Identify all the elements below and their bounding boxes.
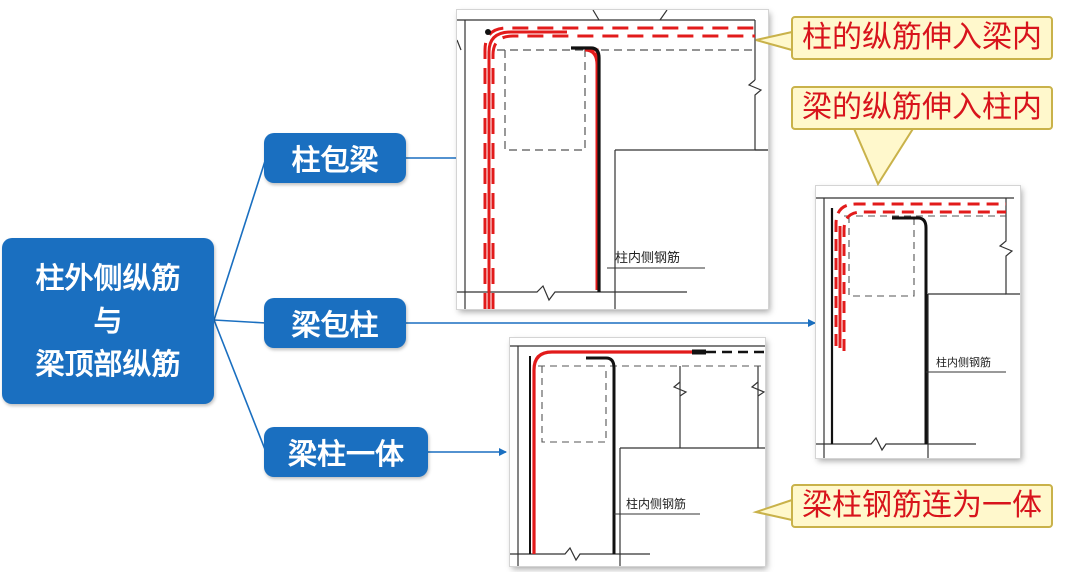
diagram-panel-1: 柱内侧钢筋 xyxy=(457,10,768,309)
root-line-3: 梁顶部纵筋 xyxy=(35,346,181,381)
diagram-panel-3: 柱内侧钢筋 xyxy=(510,338,765,566)
root-line-1: 柱外侧纵筋 xyxy=(35,260,181,295)
branch-column-wraps-beam: 柱包梁 xyxy=(264,133,406,183)
callout-beam-rebar-into-column: 梁的纵筋伸入柱内 xyxy=(791,86,1053,130)
callout-2-pointer xyxy=(850,123,918,187)
connector-root-to-branch-2 xyxy=(213,319,267,324)
connector-root-to-branch-1 xyxy=(213,157,267,321)
panel-1-label: 柱内侧钢筋 xyxy=(615,250,680,266)
callout-column-rebar-into-beam: 柱的纵筋伸入梁内 xyxy=(791,16,1053,60)
branch-beam-wraps-column: 梁包柱 xyxy=(264,298,406,348)
connector-root-to-branch-3 xyxy=(213,319,267,453)
rebar-detail-drawing-1: 柱内侧钢筋 xyxy=(457,10,768,309)
callout-integrated-rebar: 梁柱钢筋连为一体 xyxy=(791,484,1053,528)
panel-2-label: 柱内侧钢筋 xyxy=(936,355,991,369)
root-line-2: 与 xyxy=(93,303,123,338)
diagram-panel-2: 柱内侧钢筋 xyxy=(816,186,1020,458)
callout-1-pointer xyxy=(755,30,793,52)
panel-3-label: 柱内侧钢筋 xyxy=(626,496,686,511)
rebar-detail-drawing-2: 柱内侧钢筋 xyxy=(816,197,1020,458)
rebar-detail-drawing-3: 柱内侧钢筋 xyxy=(510,345,765,566)
callout-3-pointer xyxy=(752,498,793,522)
root-node: 柱外侧纵筋 与 梁顶部纵筋 xyxy=(2,238,214,404)
branch-beam-column-integrated: 梁柱一体 xyxy=(264,427,428,477)
